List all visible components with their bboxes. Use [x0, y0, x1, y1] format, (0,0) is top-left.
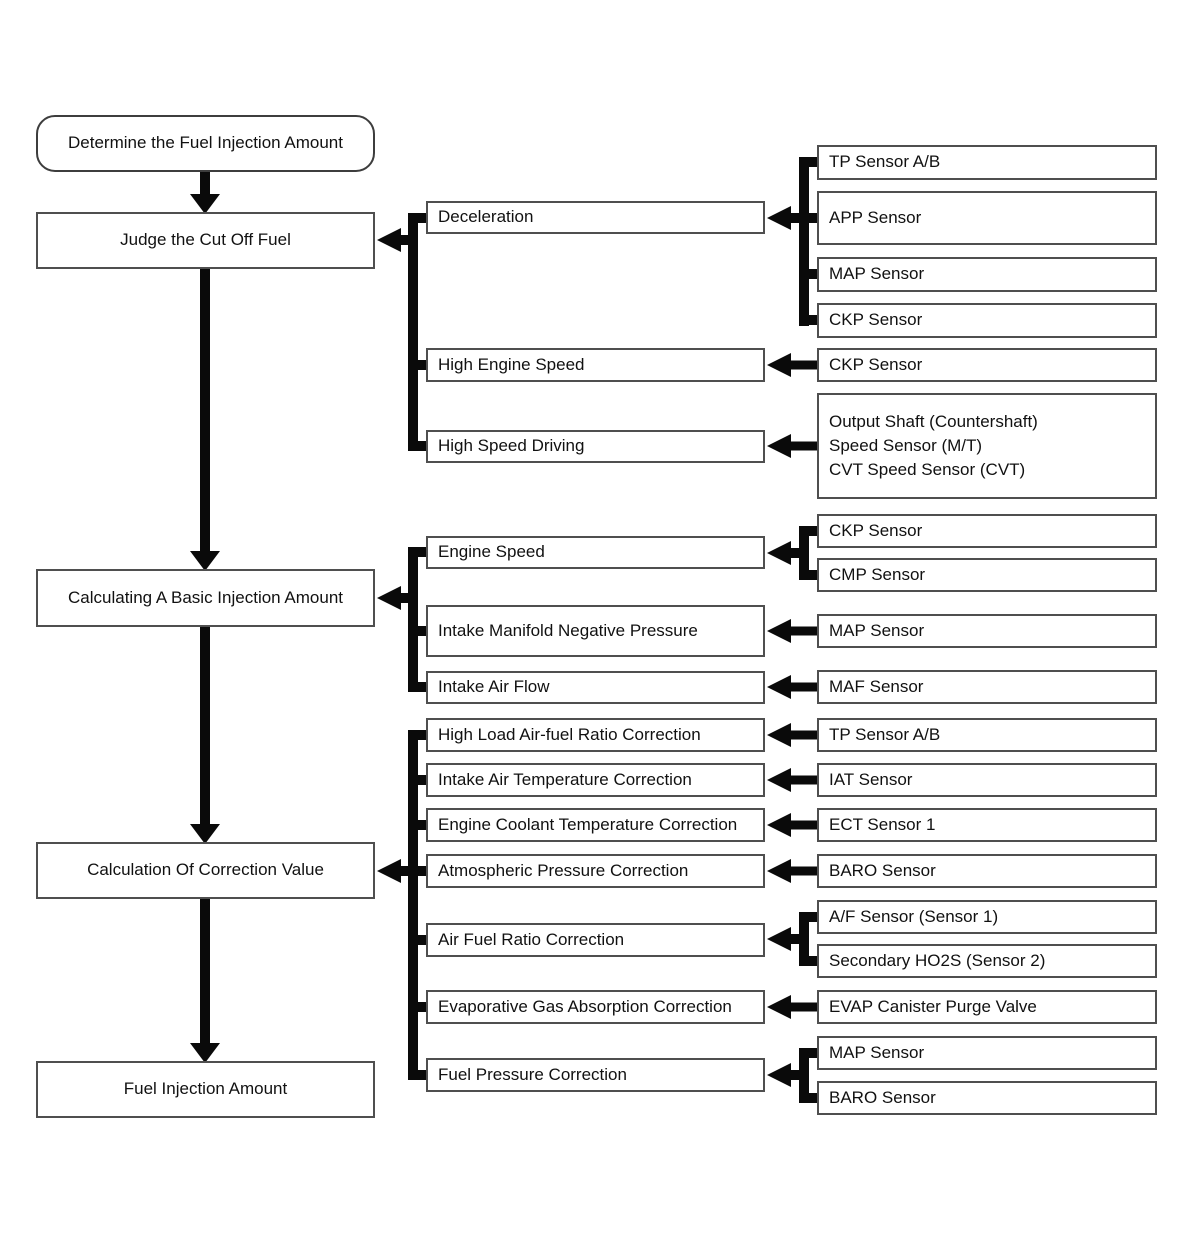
condition-intake-air-flow: Intake Air Flow: [426, 671, 765, 704]
condition-engine-speed: Engine Speed: [426, 536, 765, 569]
arrowhead-left: [767, 619, 791, 643]
sensor-ckp-sensor: CKP Sensor: [817, 514, 1157, 548]
sensor-baro-sensor: BARO Sensor: [817, 854, 1157, 888]
main-flow-arrows: [190, 172, 220, 1063]
sensor-map-sensor: MAP Sensor: [817, 1036, 1157, 1070]
single-sensor-arrows: [767, 353, 818, 1019]
arrowhead-left: [767, 353, 791, 377]
arrowhead-left: [767, 768, 791, 792]
sensor-ect-sensor-1: ECT Sensor 1: [817, 808, 1157, 842]
bracket-fuel-pressure-sensors: [767, 1048, 818, 1103]
condition-atmospheric-pressure-correction: Atmospheric Pressure Correction: [426, 854, 765, 888]
arrowhead-left: [377, 859, 401, 883]
arrowhead-down: [190, 551, 220, 571]
arrowhead-left: [767, 813, 791, 837]
step-judge-cut-off-fuel: Judge the Cut Off Fuel: [36, 212, 375, 269]
condition-engine-coolant-temperature-correction: Engine Coolant Temperature Correction: [426, 808, 765, 842]
sensor-ckp-sensor: CKP Sensor: [817, 348, 1157, 382]
step-determine-fuel-injection-amount: Determine the Fuel Injection Amount: [36, 115, 375, 172]
step-calculation-of-correction-value: Calculation Of Correction Value: [36, 842, 375, 899]
sensor-ckp-sensor: CKP Sensor: [817, 303, 1157, 338]
sensor-iat-sensor: IAT Sensor: [817, 763, 1157, 797]
bracket-basic-conditions: [377, 547, 427, 692]
bracket-cutoff-conditions: [377, 213, 427, 451]
arrowhead-left: [767, 675, 791, 699]
condition-air-fuel-ratio-correction: Air Fuel Ratio Correction: [426, 923, 765, 957]
condition-high-engine-speed: High Engine Speed: [426, 348, 765, 382]
sensor-secondary-ho2s-sensor-2: Secondary HO2S (Sensor 2): [817, 944, 1157, 978]
condition-intake-air-temperature-correction: Intake Air Temperature Correction: [426, 763, 765, 797]
condition-evaporative-gas-absorption-correction: Evaporative Gas Absorption Correction: [426, 990, 765, 1024]
sensor-app-sensor: APP Sensor: [817, 191, 1157, 245]
sensor-baro-sensor: BARO Sensor: [817, 1081, 1157, 1115]
sensor-af-sensor-1: A/F Sensor (Sensor 1): [817, 900, 1157, 934]
arrowhead-down: [190, 194, 220, 214]
condition-deceleration: Deceleration: [426, 201, 765, 234]
arrowhead-left: [767, 434, 791, 458]
condition-high-speed-driving: High Speed Driving: [426, 430, 765, 463]
arrowhead-left: [767, 1063, 791, 1087]
bracket-air-fuel-ratio-sensors: [767, 912, 818, 966]
condition-intake-manifold-negative-pressure: Intake Manifold Negative Pressure: [426, 605, 765, 657]
arrowhead-left: [767, 206, 791, 230]
step-calculating-basic-injection-amount: Calculating A Basic Injection Amount: [36, 569, 375, 627]
condition-fuel-pressure-correction: Fuel Pressure Correction: [426, 1058, 765, 1092]
bracket-deceleration-sensors: [767, 157, 818, 326]
arrowhead-left: [377, 228, 401, 252]
sensor-evap-canister-purge-valve: EVAP Canister Purge Valve: [817, 990, 1157, 1024]
sensor-cmp-sensor: CMP Sensor: [817, 558, 1157, 592]
sensor-output-shaft-speed-sensor: Output Shaft (Countershaft) Speed Sensor…: [817, 393, 1157, 499]
sensor-maf-sensor: MAF Sensor: [817, 670, 1157, 704]
sensor-map-sensor: MAP Sensor: [817, 257, 1157, 292]
arrowhead-left: [767, 859, 791, 883]
bracket-correction-conditions: [377, 730, 427, 1080]
sensor-map-sensor: MAP Sensor: [817, 614, 1157, 648]
sensor-tp-sensor-a-b: TP Sensor A/B: [817, 145, 1157, 180]
arrowhead-down: [190, 1043, 220, 1063]
arrowhead-left: [767, 927, 791, 951]
arrowhead-down: [190, 824, 220, 844]
bracket-engine-speed-sensors: [767, 526, 818, 580]
arrowhead-left: [767, 723, 791, 747]
arrowhead-left: [767, 995, 791, 1019]
arrowhead-left: [377, 586, 401, 610]
sensor-tp-sensor-a-b: TP Sensor A/B: [817, 718, 1157, 752]
condition-high-load-air-fuel-ratio-correction: High Load Air-fuel Ratio Correction: [426, 718, 765, 752]
arrowhead-left: [767, 541, 791, 565]
step-fuel-injection-amount: Fuel Injection Amount: [36, 1061, 375, 1118]
